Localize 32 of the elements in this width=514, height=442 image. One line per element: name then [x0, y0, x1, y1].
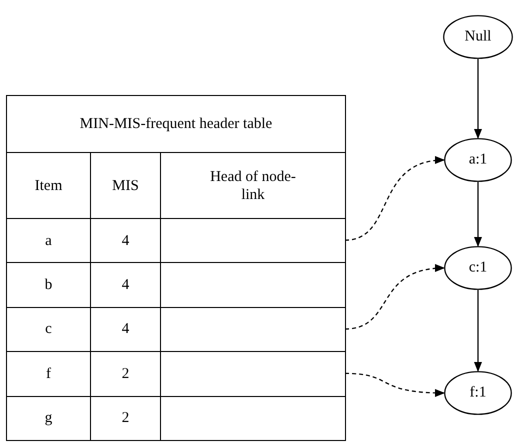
dashed-arrow [344, 156, 445, 241]
column-header: MIS [112, 176, 139, 194]
item-name: g [44, 409, 52, 428]
tree-node-ellipse [444, 246, 512, 290]
column-header: Head of node-link [209, 168, 297, 204]
node-link-cell [161, 308, 346, 352]
node-label: a:1 [468, 152, 488, 168]
dashed-arrow [344, 264, 445, 330]
item-name: f [46, 364, 51, 383]
dashed-arrow [344, 372, 445, 397]
arrow [474, 290, 482, 372]
mis-value: 2 [122, 409, 130, 428]
mis-value: 2 [122, 364, 130, 383]
item-name: b [44, 276, 52, 294]
tree-node-ellipse [444, 138, 512, 182]
column-header: Item [34, 176, 62, 194]
mis-value: 4 [122, 276, 130, 294]
node-label: f:1 [468, 384, 488, 402]
mis-value: 4 [122, 320, 130, 338]
arrow [474, 182, 482, 247]
mis-value: 4 [122, 232, 130, 250]
node-link-cell [161, 219, 346, 264]
node-link-cell [161, 352, 346, 397]
node-label: c:1 [468, 260, 488, 276]
arrow [474, 59, 482, 139]
node-label: Null [464, 28, 492, 46]
header-table [6, 95, 346, 441]
table-title: MIN-MIS-frequent header table [80, 115, 272, 133]
item-name: a [45, 232, 52, 250]
tree-node-ellipse [443, 15, 513, 59]
tree-node-ellipse [444, 371, 512, 415]
item-name: c [45, 320, 52, 338]
